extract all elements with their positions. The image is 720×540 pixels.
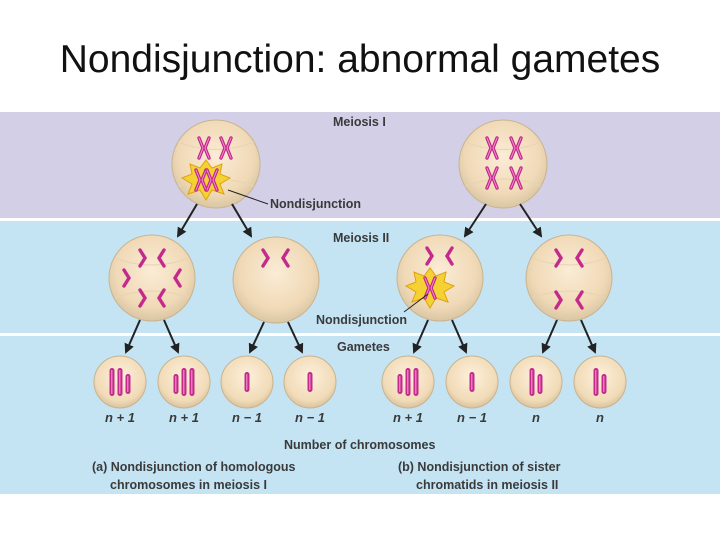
- gamete-8: [573, 355, 627, 409]
- meiosis-2-cell-1: [108, 234, 196, 322]
- caption-b-line-2: chromatids in meiosis II: [416, 478, 558, 492]
- caption-a-line-1: (a) Nondisjunction of homologous: [92, 460, 295, 474]
- callout-nondisjunction-meiosis-1: Nondisjunction: [270, 197, 361, 211]
- gamete-1: [93, 355, 147, 409]
- gamete-count-label: n + 1: [105, 410, 135, 425]
- stage-label-gametes: Gametes: [337, 340, 390, 354]
- gamete-7: [509, 355, 563, 409]
- meiosis-1-cell-a: [171, 119, 261, 209]
- gamete-4: [283, 355, 337, 409]
- number-of-chromosomes-label: Number of chromosomes: [284, 438, 435, 452]
- gamete-count-label: n: [596, 410, 604, 425]
- caption-b-line-1: (b) Nondisjunction of sister: [398, 460, 561, 474]
- meiosis-1-cell-b: [458, 119, 548, 209]
- gamete-count-label: n − 1: [295, 410, 325, 425]
- slide-title: Nondisjunction: abnormal gametes: [59, 38, 661, 81]
- band-meiosis-1: [0, 112, 720, 218]
- stage-label-meiosis-1: Meiosis I: [333, 115, 386, 129]
- nondisjunction-diagram: Meiosis I Meiosis II Gametes Nondisjunct…: [0, 112, 720, 494]
- meiosis-2-cell-3: [396, 234, 484, 322]
- gamete-5: [381, 355, 435, 409]
- callout-nondisjunction-meiosis-2: Nondisjunction: [316, 313, 407, 327]
- gamete-count-label: n + 1: [169, 410, 199, 425]
- meiosis-2-cell-2: [232, 236, 320, 324]
- gamete-count-label: n: [532, 410, 540, 425]
- gamete-2: [157, 355, 211, 409]
- caption-a-line-2: chromosomes in meiosis I: [110, 478, 267, 492]
- gamete-count-label: n − 1: [457, 410, 487, 425]
- gamete-3: [220, 355, 274, 409]
- gamete-count-label: n + 1: [393, 410, 423, 425]
- meiosis-2-cell-4: [525, 234, 613, 322]
- gamete-count-label: n − 1: [232, 410, 262, 425]
- stage-label-meiosis-2: Meiosis II: [333, 231, 389, 245]
- gamete-6: [445, 355, 499, 409]
